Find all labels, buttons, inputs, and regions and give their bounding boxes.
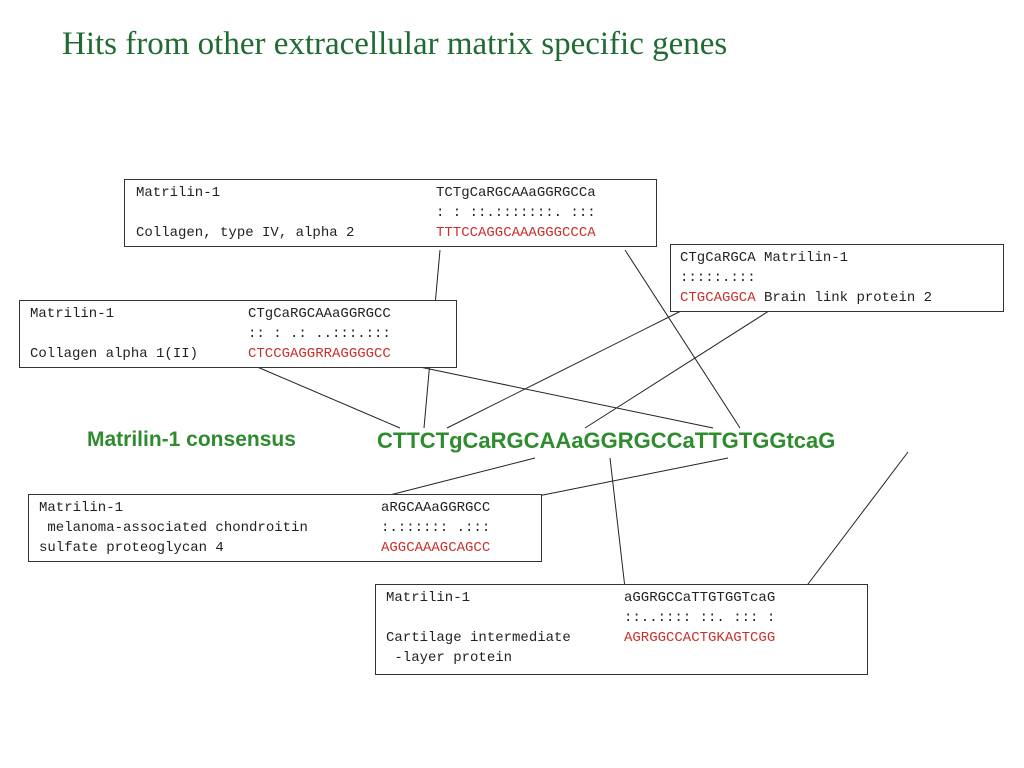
- match-line: ::..:::: ::. ::: :: [624, 610, 776, 626]
- alignment-box-melanoma: Matrilin-1 aRGCAAaGGRGCC melanoma-associ…: [28, 494, 542, 562]
- query-name: Matrilin-1: [764, 250, 849, 266]
- alignment-box-collagen-ii: Matrilin-1 CTgCaRGCAAaGGRGCC :: : .: ..:…: [19, 300, 457, 368]
- connector-brain-link-left: [446, 308, 686, 429]
- match-line: :: : .: ..:::.:::: [248, 326, 391, 342]
- alignment-box-cartilage: Matrilin-1 aGGRGCCaTTGTGGTcaG ::..:::: :…: [375, 584, 868, 675]
- hit-sequence: AGRGGCCACTGKAGTCGG: [624, 630, 776, 646]
- query-sequence: aRGCAAaGGRGCC: [381, 500, 491, 516]
- query-name: Matrilin-1: [39, 500, 124, 516]
- connector-melanoma-right: [532, 457, 729, 498]
- hit-name: Brain link protein 2: [764, 290, 933, 306]
- hit-name-line-2: -layer protein: [386, 650, 513, 666]
- hit-sequence: CTGCAGGCA: [680, 290, 756, 306]
- hit-name: Collagen alpha 1(II): [30, 346, 199, 362]
- query-name: Matrilin-1: [386, 590, 471, 606]
- alignment-box-brain-link: CTgCaRGCA Matrilin-1 :::::.::: CTGCAGGCA…: [670, 244, 1004, 312]
- query-sequence: TCTgCaRGCAAaGGRGCCa: [436, 185, 596, 201]
- match-line: :.:::::: .:::: [381, 520, 491, 536]
- hit-name: Collagen, type IV, alpha 2: [136, 225, 355, 241]
- match-line: :::::.:::: [680, 270, 756, 286]
- hit-name-line-2: sulfate proteoglycan 4: [39, 540, 224, 556]
- query-name: Matrilin-1: [136, 185, 221, 201]
- connector-collagen-ii-right: [414, 365, 714, 429]
- query-sequence: aGGRGCCaTTGTGGTcaG: [624, 590, 776, 606]
- query-sequence: CTgCaRGCA: [680, 250, 756, 266]
- page-title: Hits from other extracellular matrix spe…: [62, 26, 728, 62]
- connector-collagen-iv-right: [624, 249, 741, 429]
- match-line: : : ::.:::::::. :::: [436, 205, 596, 221]
- consensus-sequence: CTTCTgCaRGCAAaGGRGCCaTTGTGGtcaG: [377, 428, 836, 453]
- connector-cartilage-left: [609, 457, 626, 589]
- hit-sequence: AGGCAAAGCAGCC: [381, 540, 491, 556]
- query-sequence: CTgCaRGCAAaGGRGCC: [248, 306, 391, 322]
- hit-sequence: TTTCCAGGCAAAGGGCCCA: [436, 225, 596, 241]
- connector-cartilage-right: [804, 451, 909, 589]
- connector-melanoma-left: [381, 457, 536, 498]
- consensus-label: Matrilin-1 consensus: [87, 428, 296, 451]
- hit-name-line-1: melanoma-associated chondroitin: [39, 520, 308, 536]
- hit-sequence: CTCCGAGGRRAGGGGCC: [248, 346, 391, 362]
- connector-brain-link-right: [584, 308, 773, 429]
- query-name: Matrilin-1: [30, 306, 115, 322]
- connector-collagen-ii-left: [254, 365, 401, 429]
- hit-name-line-1: Cartilage intermediate: [386, 630, 571, 646]
- alignment-box-collagen-iv: Matrilin-1 TCTgCaRGCAAaGGRGCCa : : ::.::…: [124, 179, 657, 247]
